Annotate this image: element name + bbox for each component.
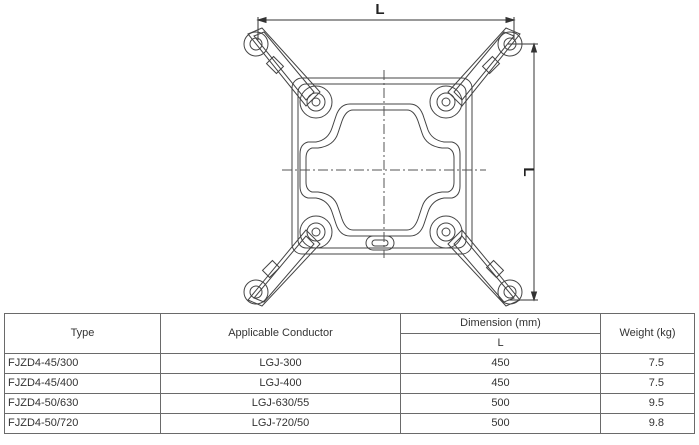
cell-type: FJZD4-50/630 [4,393,161,414]
arm-bottom-left [243,215,333,307]
cell-weight: 7.5 [600,353,695,374]
arm-top-left [243,27,333,119]
cell-dimension: 450 [400,353,601,374]
cell-dimension: 500 [400,413,601,434]
table-row: FJZD4-50/630 LGJ-630/55 500 9.5 [4,393,695,414]
header-dimension-l: L [400,333,601,354]
arm-top-right [429,27,523,119]
cell-conductor: LGJ-630/55 [160,393,401,414]
cell-type: FJZD4-45/300 [4,353,161,374]
cell-conductor: LGJ-400 [160,373,401,394]
center-lines [282,70,486,258]
top-dimension [256,16,516,40]
header-conductor: Applicable Conductor [160,313,401,354]
right-dimension-label: L [520,167,537,176]
cell-type: FJZD4-50/720 [4,413,161,434]
header-type: Type [4,313,161,354]
right-dimension [508,42,538,302]
header-weight: Weight (kg) [600,313,695,354]
cell-weight: 9.5 [600,393,695,414]
cell-type: FJZD4-45/400 [4,373,161,394]
arm-bottom-right [429,215,523,307]
table-row: FJZD4-45/400 LGJ-400 450 7.5 [4,373,695,394]
top-dimension-label: L [375,1,384,18]
cell-dimension: 450 [400,373,601,394]
table-row: FJZD4-50/720 LGJ-720/50 500 9.8 [4,413,695,434]
table-row: FJZD4-45/300 LGJ-300 450 7.5 [4,353,695,374]
cell-conductor: LGJ-300 [160,353,401,374]
header-dimension: Dimension (mm) [400,313,601,334]
cell-dimension: 500 [400,393,601,414]
specification-table: Type Applicable Conductor Dimension (mm)… [4,313,695,434]
cell-weight: 9.8 [600,413,695,434]
cell-conductor: LGJ-720/50 [160,413,401,434]
frame-body [291,77,473,255]
spacer-damper-drawing: L L [243,1,538,307]
cell-weight: 7.5 [600,373,695,394]
